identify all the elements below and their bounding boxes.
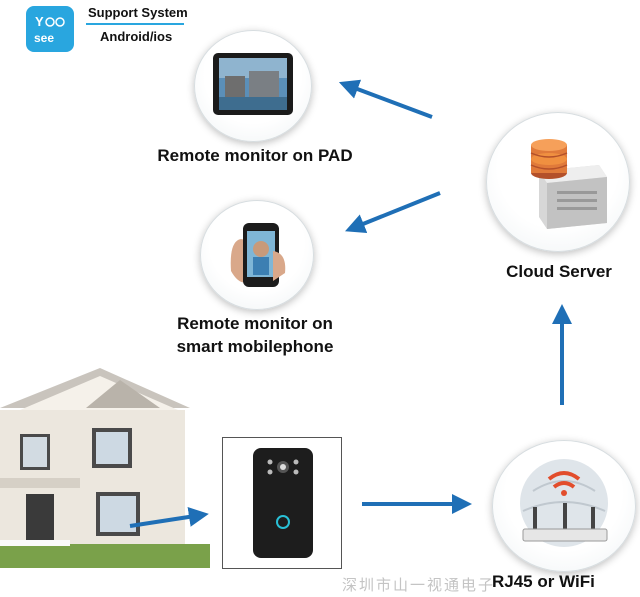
router-label: RJ45 or WiFi <box>492 572 595 591</box>
wifi-router-icon <box>520 459 608 547</box>
phone-label-line2: smart mobilephone <box>176 337 334 356</box>
svg-text:see: see <box>34 31 54 45</box>
yoosee-logo-icon: Y see <box>34 14 65 45</box>
svg-text:Y: Y <box>35 14 44 29</box>
server-database-icon <box>530 139 607 229</box>
pad-node <box>194 30 312 142</box>
support-title: Support System <box>88 5 188 20</box>
arrow-house-to-doorbell <box>129 507 209 528</box>
tablet-icon <box>213 53 293 115</box>
brand-logo: Y see <box>26 6 74 52</box>
doorbell-icon <box>253 448 313 558</box>
cloud-server-node <box>486 112 630 252</box>
phone-label-line1: Remote monitor on <box>177 314 333 333</box>
arrow-cloud-to-phone <box>345 191 441 234</box>
smartphone-icon <box>230 223 286 287</box>
house-illustration <box>0 368 210 568</box>
support-divider <box>86 23 184 25</box>
pad-label: Remote monitor on PAD <box>157 146 353 165</box>
router-node <box>492 440 636 572</box>
watermark-text: 深圳市山一视通电子 <box>342 577 496 594</box>
doorbell-frame <box>222 437 342 569</box>
support-platforms: Android/ios <box>100 29 173 44</box>
cloud-server-label: Cloud Server <box>506 262 612 281</box>
phone-node <box>200 200 314 310</box>
arrow-cloud-to-pad <box>338 79 433 119</box>
